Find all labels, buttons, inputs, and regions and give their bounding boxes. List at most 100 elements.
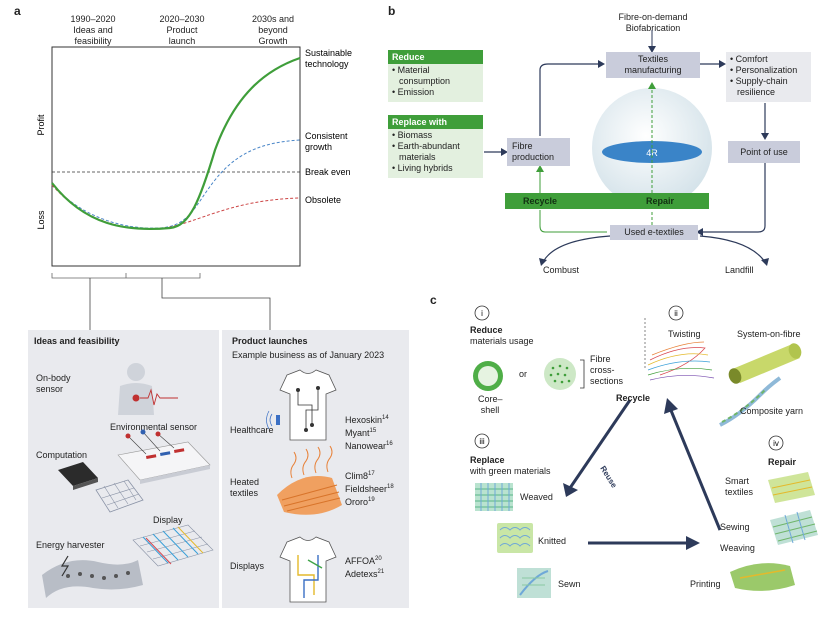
landfill-label: Landfill [725, 265, 754, 275]
top-line-2: Biofabrication [625, 23, 681, 33]
product-illustrations [266, 369, 342, 603]
body-icon [118, 363, 178, 415]
era-1-line2: Ideas and [73, 25, 113, 35]
or-label: or [519, 369, 528, 379]
sustainable-label-1: Sustainable [305, 48, 352, 58]
replace-items: • Biomass • Earth-abundant materials • L… [392, 130, 460, 173]
numeral-ii: ii [674, 309, 678, 318]
era-3-years: 2030s and [251, 14, 295, 24]
break-even-label: Break even [305, 167, 351, 177]
recycle-c-label: Recycle [616, 393, 651, 403]
fibre-line-1: Fibre [512, 141, 533, 151]
top-line-1: Fibre-on-demand [618, 12, 688, 22]
environmental-label: Environmental sensor [110, 422, 198, 432]
knitted-icon [497, 523, 533, 553]
system-on-fibre-label: System-on-fibre [737, 329, 801, 339]
energy-label: Energy harvester [36, 540, 105, 550]
era-2-line2: beyond [258, 25, 288, 35]
healthcare-label: Healthcare [230, 425, 274, 435]
ideas-box: Ideas and feasibility On-body sensor Com… [28, 330, 219, 608]
panel-c-letter: c [430, 293, 437, 307]
weaved-icon [475, 483, 513, 511]
consistent-label-1: Consistent [305, 131, 348, 141]
sustainable-label-2: technology [305, 59, 349, 69]
fibre-on-demand: Fibre-on-demand Biofabrication [603, 12, 703, 34]
reduce-item-1: • Material consumption • Emission [392, 65, 451, 97]
core-shell-label: Core– shell [478, 394, 503, 415]
reduce-c-sub: materials usage [470, 336, 534, 346]
heated-label-2: textiles [230, 488, 259, 498]
point-of-use-box: Point of use [728, 141, 800, 163]
chip-icon [58, 462, 98, 490]
weaving-label: Weaving [720, 543, 755, 553]
reduce-box: Reduce • Material consumption • Emission [388, 50, 483, 102]
reduce-c-group: Reduce materials usage [470, 325, 534, 347]
product-box: Product launches Example business as of … [222, 330, 409, 608]
era-1-years: 1990–2020 [70, 14, 116, 24]
ideas-illustrations [42, 363, 214, 598]
sewn-icon [517, 568, 551, 598]
manufacturing-line-2: manufacturing [624, 65, 682, 75]
numeral-i: i [481, 309, 483, 318]
era-2-years: 2020–2030 [159, 14, 205, 24]
composite-yarn-icon [719, 376, 782, 427]
system-on-fibre-icon [728, 343, 802, 384]
on-body-label-1: On-body [36, 373, 71, 383]
repair-band-label: Repair [646, 196, 675, 206]
plot-frame [51, 46, 301, 267]
twisting-icon [647, 341, 715, 381]
manufacturing-line-1: Textiles [637, 54, 668, 64]
numeral-iii: iii [479, 437, 485, 446]
shirt-healthcare-icon [266, 369, 337, 441]
repair-c-title: Repair [768, 457, 797, 467]
recycle-repair-band [505, 193, 709, 209]
consistent-label-2: growth [305, 142, 332, 152]
replace-box: Replace with • Biomass • Earth-abundant … [388, 115, 483, 178]
product-title: Product launches [232, 336, 308, 346]
replace-c-group: Replace with green materials [470, 455, 551, 477]
display-grid-icon [132, 524, 214, 567]
panel-b-letter: b [388, 4, 396, 18]
sensor-board-icon [117, 429, 211, 484]
heated-textile-icon [277, 445, 342, 515]
shirt-display-icon [279, 536, 337, 603]
printing-label: Printing [690, 579, 721, 589]
heated-label-1: Heated [230, 477, 260, 487]
smart-textiles-label: Smart textiles [725, 476, 754, 497]
era-2: 2020–2030 Product launch [147, 14, 217, 47]
era-1: 1990–2020 Ideas and feasibility [58, 14, 128, 47]
era-3: 2030s and beyond Growth [238, 14, 308, 47]
computation-label: Computation [36, 450, 88, 460]
reduce-c-title: Reduce [470, 325, 503, 335]
sewing-label: Sewing [720, 522, 750, 532]
product-subtitle: Example business as of January 2023 [232, 350, 385, 360]
composite-yarn-label: Composite yarn [740, 406, 804, 416]
fibre-production-box: Fibre production [507, 138, 570, 166]
weaved-label: Weaved [520, 492, 553, 502]
smart-textiles-icon [768, 472, 815, 503]
benefits-box: • Comfort • Personalization • Supply-cha… [726, 52, 811, 102]
manufacturing-box: Textiles manufacturing [606, 52, 700, 78]
sewn-label: Sewn [558, 579, 581, 589]
reduce-title: Reduce [388, 50, 483, 64]
obsolete-label: Obsolete [305, 195, 341, 205]
replace-title: Replace with [388, 115, 483, 129]
combust-label: Combust [543, 265, 580, 275]
mesh-icon [95, 479, 144, 513]
numeral-iv: iv [773, 439, 779, 448]
era-3-line3: Growth [258, 36, 288, 46]
era-2-line3: launch [168, 36, 196, 46]
ideas-title: Ideas and feasibility [34, 336, 120, 346]
healthcare-companies: Hexoskin14 Myant15 Nanowear16 [345, 415, 393, 451]
fibre-cross-section-icon [544, 358, 576, 390]
knitted-label: Knitted [538, 536, 567, 546]
used-etextiles-box: Used e-textiles [610, 225, 698, 240]
panel-a-letter: a [14, 4, 21, 18]
reuse-label: Reuse [598, 464, 619, 490]
era-1-line3: feasibility [74, 36, 112, 46]
printing-icon [730, 563, 795, 591]
y-loss-label: Loss [36, 210, 46, 230]
fibre-cross-label: Fibre cross- sections [590, 354, 624, 386]
